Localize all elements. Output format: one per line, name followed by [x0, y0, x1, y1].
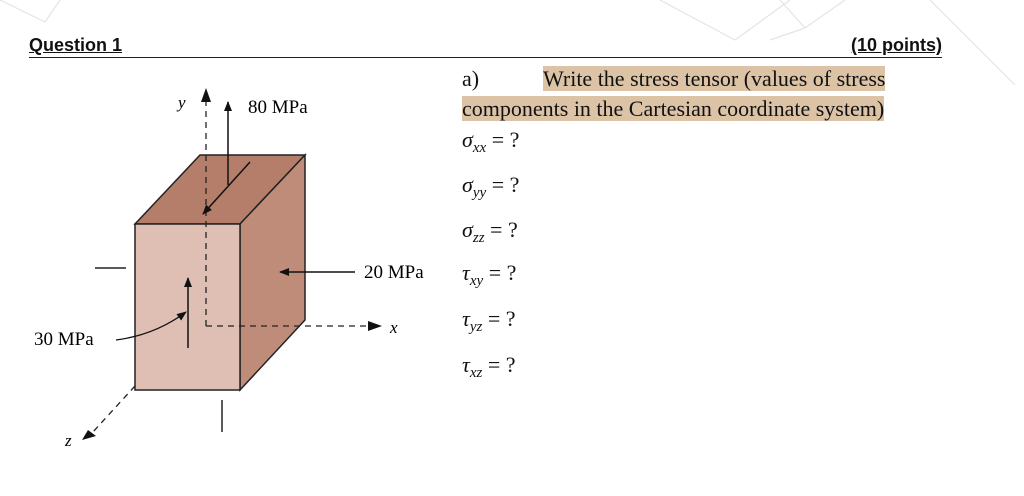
equation-sigma-xx: σxx = ? — [462, 127, 520, 156]
task-line-1-text: Write the stress tensor (values of stres… — [543, 66, 886, 91]
part-a-label: a) — [462, 66, 480, 91]
equation-subscript: yz — [469, 319, 483, 335]
task-line-2-text: components in the Cartesian coordinate s… — [462, 96, 885, 121]
equation-symbol: σ — [462, 127, 473, 152]
equation-subscript: xy — [469, 273, 484, 289]
z-axis-arrowhead — [82, 430, 96, 440]
equation-subscript: zz — [472, 230, 485, 246]
equation-rhs: = ? — [487, 306, 516, 331]
header-divider — [29, 57, 942, 58]
question-points: (10 points) — [850, 35, 942, 55]
equation-rhs: = ? — [488, 260, 517, 285]
equation-symbol: τ — [462, 306, 470, 331]
equation-rhs: = ? — [487, 352, 516, 377]
axis-label-x: x — [389, 318, 398, 337]
x-axis-arrowhead — [368, 321, 382, 331]
question-title: Question 1 — [29, 35, 123, 55]
equation-sigma-yy: σyy = ? — [462, 172, 520, 201]
equation-tau-yz: τyz = ? — [462, 306, 516, 335]
equation-sigma-zz: σzz = ? — [462, 217, 518, 246]
y-axis-arrowhead — [201, 88, 211, 102]
equation-subscript: xx — [472, 140, 487, 156]
task-line-1: Write the stress tensor (values of stres… — [543, 66, 886, 92]
stress-label-right: 20 MPa — [364, 262, 424, 283]
stress-leader-left — [115, 311, 187, 341]
axis-label-y: y — [176, 93, 186, 112]
task-line-2: components in the Cartesian coordinate s… — [462, 96, 885, 122]
equation-symbol: σ — [462, 217, 473, 242]
z-axis-line — [91, 385, 136, 434]
axis-label-z: z — [64, 431, 72, 450]
equation-symbol: σ — [462, 172, 473, 197]
equation-symbol: τ — [462, 260, 470, 285]
equation-subscript: yy — [472, 185, 487, 201]
equation-subscript: xz — [469, 365, 483, 381]
shear-arrow-top-face — [202, 161, 251, 215]
equation-symbol: τ — [462, 352, 470, 377]
equation-tau-xz: τxz = ? — [462, 352, 516, 381]
stress-label-top: 80 MPa — [248, 97, 308, 118]
equation-tau-xy: τxy = ? — [462, 260, 517, 289]
stress-element-figure: y x z 80 MPa 20 MPa 30 MPa — [34, 88, 424, 450]
stress-label-left: 30 MPa — [34, 329, 94, 350]
equation-rhs: = ? — [491, 127, 520, 152]
equation-rhs: = ? — [490, 217, 518, 242]
equation-rhs: = ? — [491, 172, 520, 197]
